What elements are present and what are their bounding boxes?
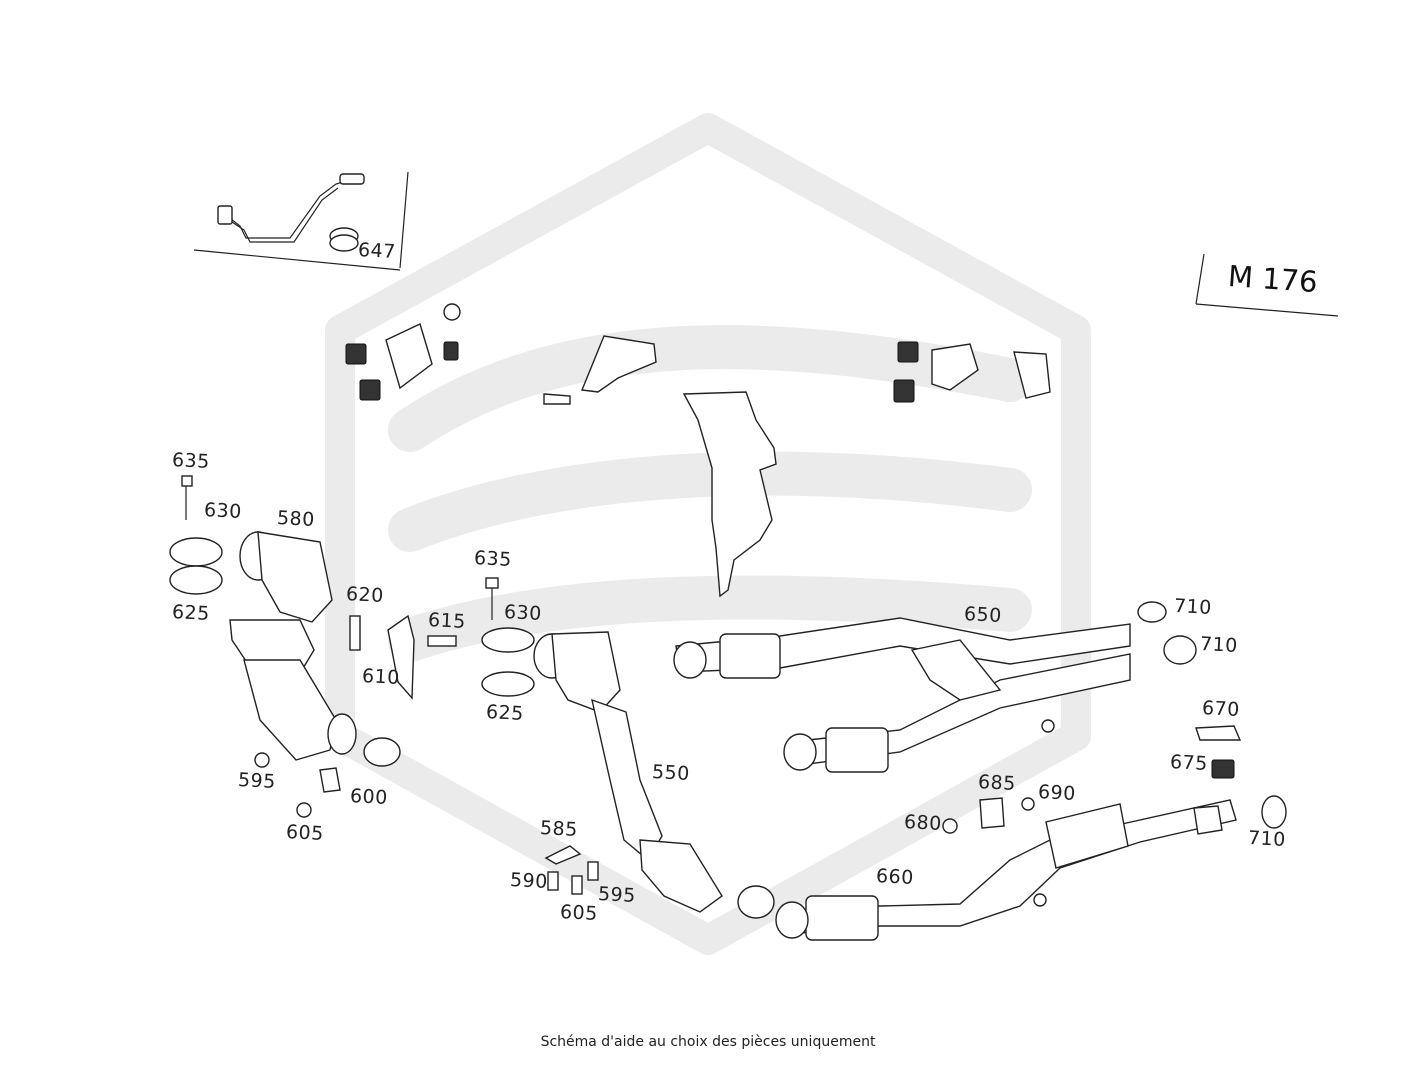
callout-635-left: 635 xyxy=(171,449,211,473)
callout-710-top: 710 xyxy=(1173,595,1213,619)
top-left-mounting-brackets xyxy=(345,303,657,405)
middle-bracket-group xyxy=(349,577,535,700)
top-right-mounting-brackets xyxy=(893,341,1051,403)
callout-550: 550 xyxy=(651,761,691,785)
engine-code-label: M 176 xyxy=(1226,258,1319,300)
callout-690: 690 xyxy=(1037,781,1077,805)
callout-630-left: 630 xyxy=(203,499,243,523)
callout-685: 685 xyxy=(977,771,1017,795)
callout-710-middle: 710 xyxy=(1199,633,1239,657)
callout-630-middle: 630 xyxy=(503,601,543,625)
callout-680: 680 xyxy=(903,811,943,835)
callout-595-bottom: 595 xyxy=(597,883,637,907)
callout-675: 675 xyxy=(1169,751,1209,775)
callout-585: 585 xyxy=(539,817,579,841)
callout-670: 670 xyxy=(1201,697,1241,721)
callout-580: 580 xyxy=(276,507,316,531)
callout-635-middle: 635 xyxy=(473,547,513,571)
callout-605-bottom: 605 xyxy=(559,901,599,925)
callout-595-left: 595 xyxy=(237,769,277,793)
callout-610: 610 xyxy=(361,665,401,689)
callout-620: 620 xyxy=(345,583,385,607)
lower-exhaust-muffler xyxy=(775,719,1287,941)
callout-647: 647 xyxy=(357,239,397,263)
callout-590: 590 xyxy=(509,869,549,893)
callout-710-bottom: 710 xyxy=(1247,827,1287,851)
callout-660: 660 xyxy=(875,865,915,889)
callout-625-middle: 625 xyxy=(485,701,525,725)
watermark-logo-icon xyxy=(325,113,1091,955)
callout-650: 650 xyxy=(963,603,1003,627)
lower-small-fasteners xyxy=(544,845,599,895)
callout-615: 615 xyxy=(427,609,467,633)
callout-605-left: 605 xyxy=(285,821,325,845)
left-catalyst-assembly xyxy=(169,475,401,818)
engine-code-frame xyxy=(1195,253,1339,317)
center-heat-shield xyxy=(682,391,777,598)
intermediate-pipes-upper xyxy=(673,601,1197,773)
diagram-caption: Schéma d'aide au choix des pièces unique… xyxy=(540,1034,876,1050)
callout-600: 600 xyxy=(349,785,389,809)
right-catalyst-downpipe xyxy=(533,631,775,919)
callout-625-left: 625 xyxy=(171,601,211,625)
oxygen-sensor-group xyxy=(193,171,409,271)
